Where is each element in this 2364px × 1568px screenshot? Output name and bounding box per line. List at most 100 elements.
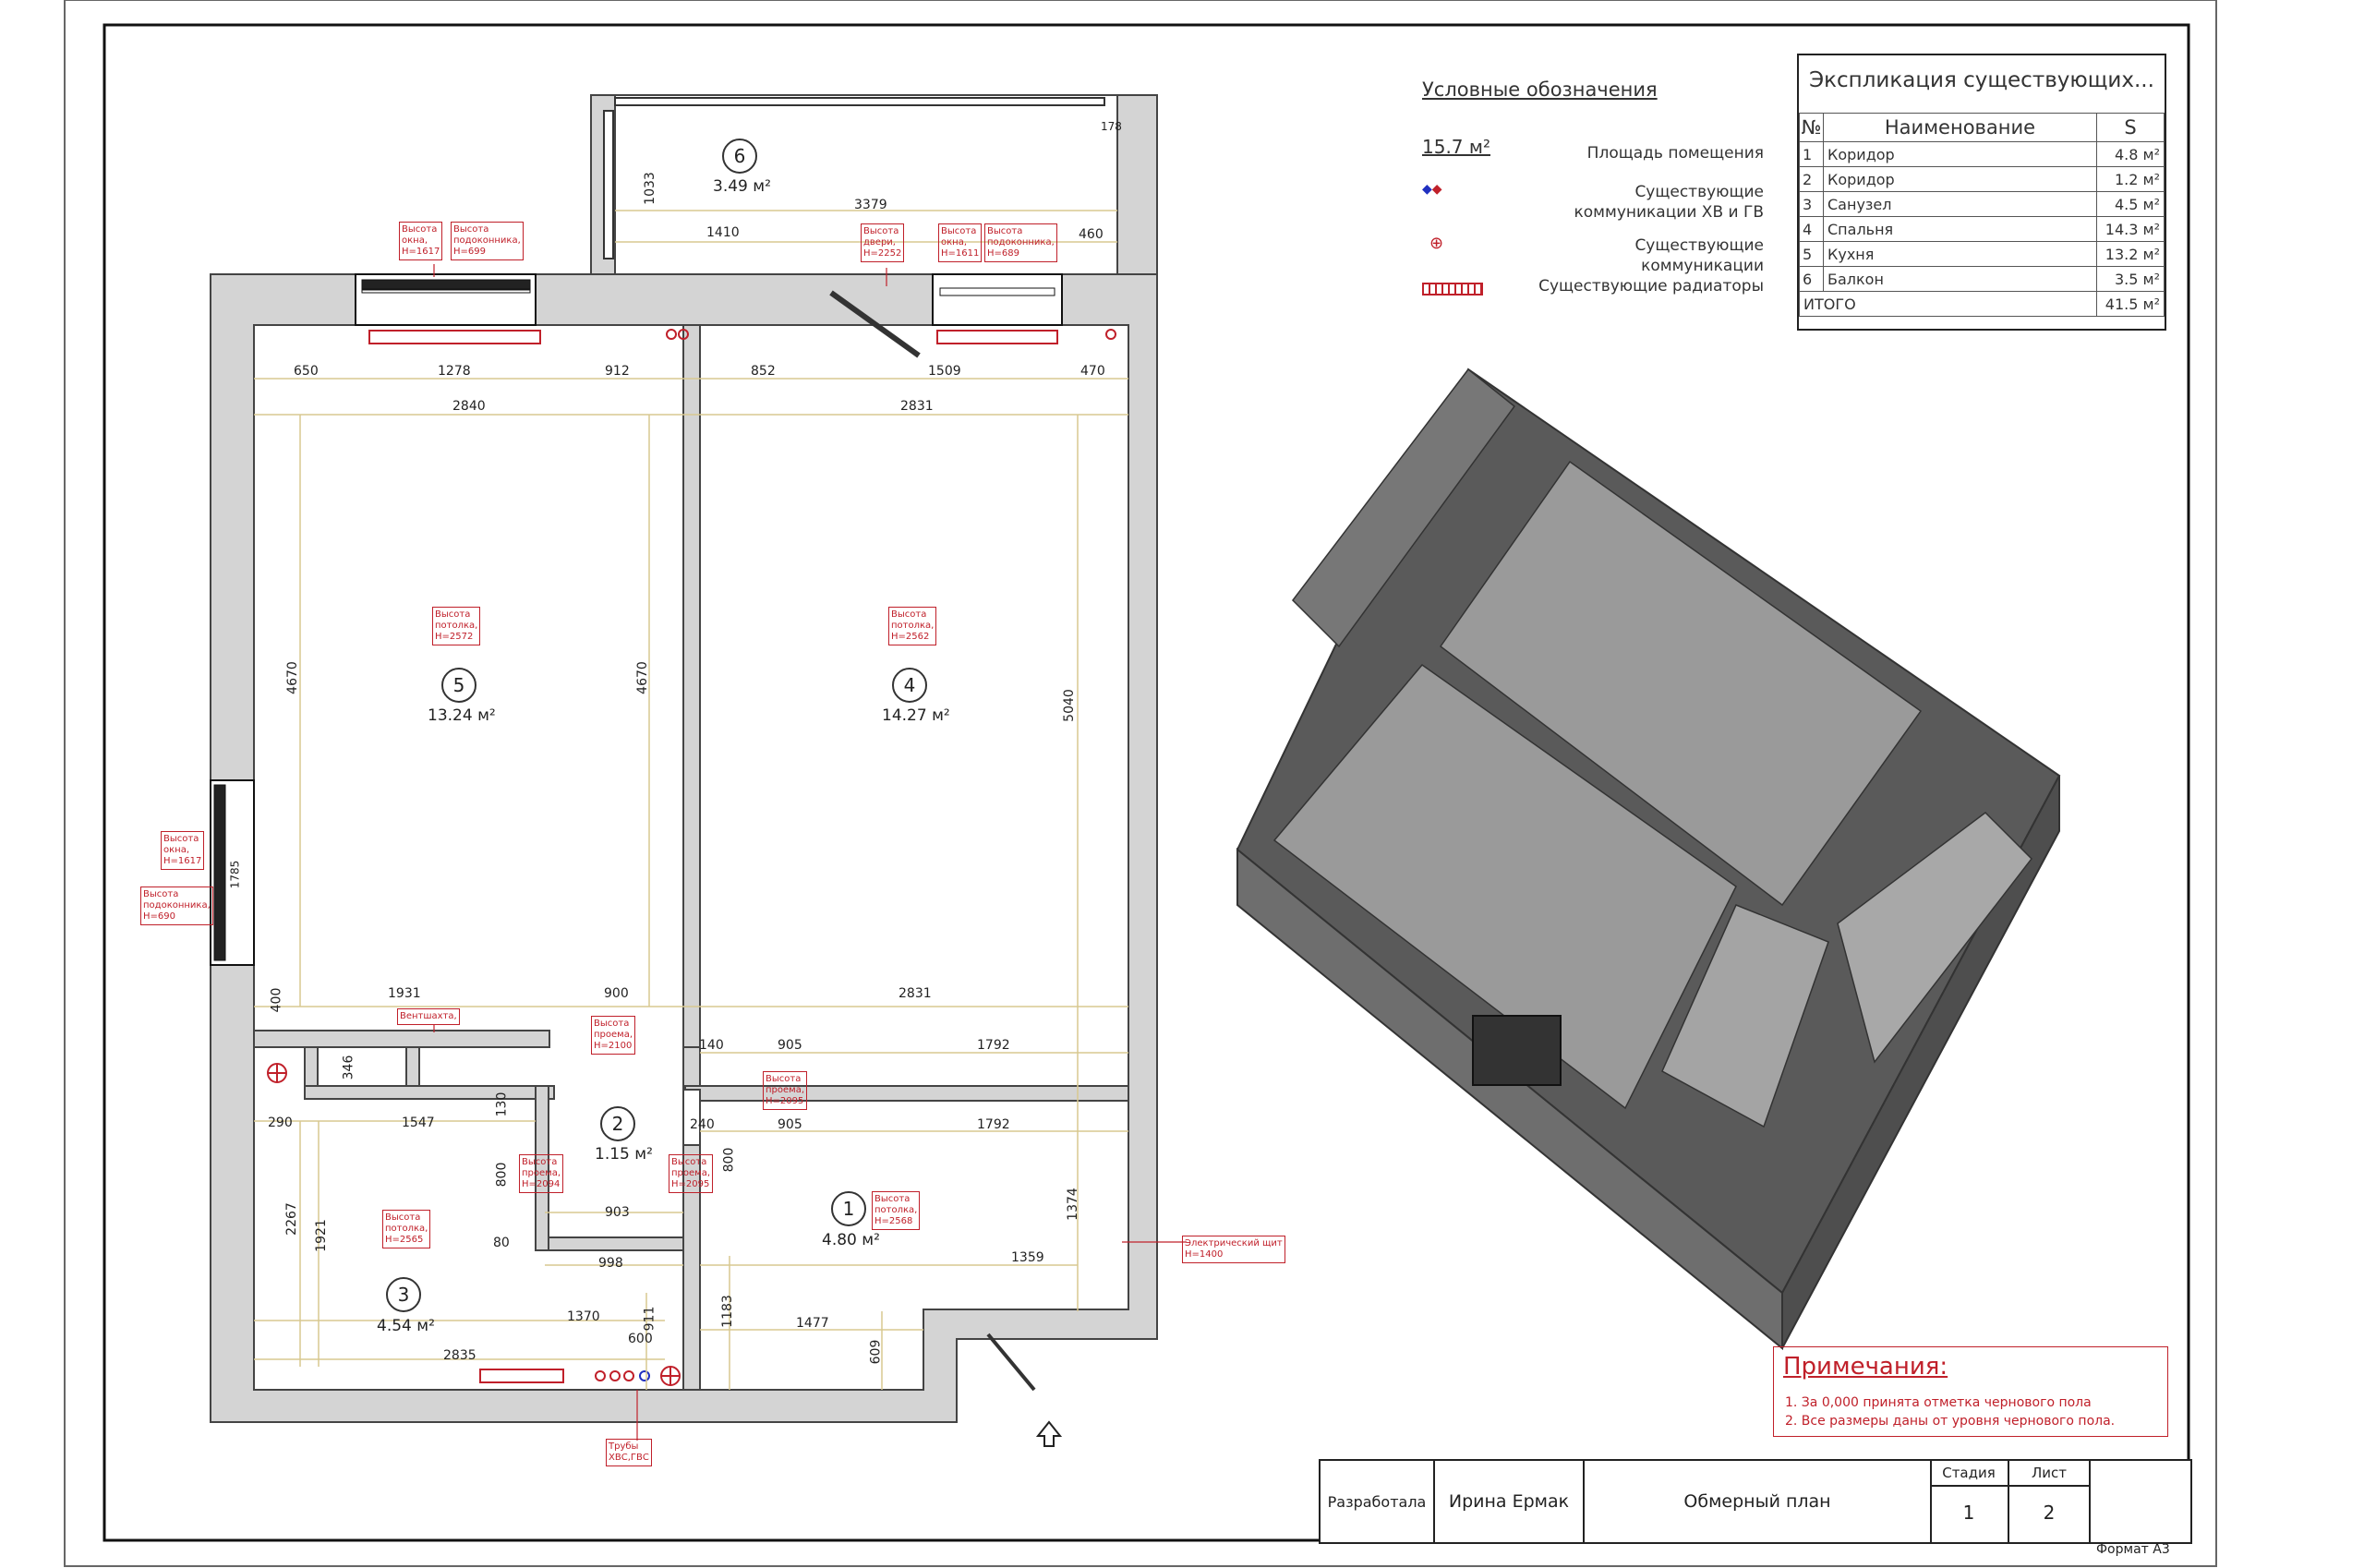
room-6-area: 3.49 м² xyxy=(713,177,771,196)
dim-label: 2835 xyxy=(443,1348,476,1363)
explication-title: Экспликация существующих... xyxy=(1809,68,2154,92)
dim-label: 140 xyxy=(699,1038,724,1053)
room-5-area: 13.24 м² xyxy=(428,706,496,725)
dim-label: 1278 xyxy=(438,364,471,379)
dim-label: 178 xyxy=(1101,120,1122,133)
dim-label: 900 xyxy=(604,986,629,1001)
room-4-marker: 4 xyxy=(892,668,927,703)
balcony xyxy=(590,94,1158,275)
dim-label: 1547 xyxy=(402,1116,435,1130)
dim-label: 2831 xyxy=(899,986,932,1001)
dim-label: 1792 xyxy=(977,1038,1010,1053)
room-1-marker: 1 xyxy=(831,1191,866,1226)
dim-label: 1477 xyxy=(796,1316,829,1331)
outer-frame xyxy=(64,0,2217,1567)
dim-label: 800 xyxy=(494,1162,510,1188)
dim-label: 600 xyxy=(628,1332,653,1346)
stage-cell: Стадия 1 xyxy=(1930,1461,2009,1542)
dim-label: 1370 xyxy=(567,1309,600,1324)
legend-item-communications: Существующие коммуникации xyxy=(1634,236,1764,275)
room-3-area: 4.54 м² xyxy=(377,1317,435,1335)
sheet-label: Лист xyxy=(2031,1465,2067,1481)
legend-item-area: Площадь помещения xyxy=(1586,144,1764,163)
entry-arrow xyxy=(1035,1420,1063,1447)
dim-label: 905 xyxy=(778,1038,802,1053)
isometric-3d-view xyxy=(1236,368,2061,1351)
dim-label: 852 xyxy=(751,364,776,379)
inner-frame xyxy=(103,23,2190,1542)
room-2-area: 1.15 м² xyxy=(595,1145,653,1164)
annotation-leaders xyxy=(433,264,1187,1441)
dim-label: 470 xyxy=(1080,364,1105,379)
author-name: Ирина Ермак xyxy=(1435,1461,1585,1542)
dim-label: 1792 xyxy=(977,1117,1010,1132)
dim-label: 1359 xyxy=(1011,1250,1044,1265)
legend-sample-water-icon: ◆◆ xyxy=(1422,182,1442,197)
dim-label: 400 xyxy=(269,987,284,1013)
dim-label: 1509 xyxy=(928,364,961,379)
dim-label: 800 xyxy=(721,1147,737,1173)
dim-label: 4670 xyxy=(284,661,300,694)
dim-label: 130 xyxy=(494,1092,510,1117)
dim-label: 346 xyxy=(341,1055,356,1080)
dim-label: 460 xyxy=(1079,227,1104,242)
room-1-area: 4.80 м² xyxy=(822,1231,880,1249)
developed-label: Разработала xyxy=(1321,1461,1435,1542)
legend-sample-area: 15.7 м² xyxy=(1422,136,1490,158)
dim-label: 290 xyxy=(268,1116,293,1130)
exterior-walls xyxy=(210,273,1158,1423)
dim-label: 80 xyxy=(493,1236,510,1250)
dim-label: 912 xyxy=(605,364,630,379)
dim-label: 3379 xyxy=(854,198,887,212)
dim-label: 911 xyxy=(642,1306,657,1332)
dim-label: 2267 xyxy=(283,1202,299,1236)
dim-label: 1183 xyxy=(719,1295,735,1328)
note-item: 2. Все размеры даны от уровня чернового … xyxy=(1785,1414,2116,1429)
dim-label: 998 xyxy=(598,1256,623,1271)
dim-label: 5040 xyxy=(1061,689,1077,722)
explication-table: Экспликация существующих... № Наименован… xyxy=(1797,54,2166,331)
dim-label: 905 xyxy=(778,1117,802,1132)
dim-label: 4670 xyxy=(634,661,650,694)
legend: Условные обозначения 15.7 м² Площадь пом… xyxy=(1422,78,1764,319)
communications-markers xyxy=(267,329,1116,1386)
legend-sample-comm-icon: ⊕ xyxy=(1429,234,1444,253)
legend-title: Условные обозначения xyxy=(1422,78,1658,101)
windows xyxy=(210,273,1063,1392)
dim-label: 1033 xyxy=(642,172,657,205)
dim-label: 1374 xyxy=(1065,1188,1080,1221)
annotation-box: Вентшахта, xyxy=(397,1008,460,1025)
legend-item-radiators: Существующие радиаторы xyxy=(1538,277,1764,296)
dim-label: 2840 xyxy=(452,399,486,414)
dim-label: 609 xyxy=(868,1339,884,1365)
interior-walls xyxy=(253,324,1129,1391)
room-5-marker: 5 xyxy=(441,668,476,703)
notes-title: Примечания: xyxy=(1783,1353,1948,1381)
notes-box: Примечания: 1. За 0,000 принята отметка … xyxy=(1773,1346,2168,1437)
dim-label: 1931 xyxy=(388,986,421,1001)
dim-label: 650 xyxy=(294,364,319,379)
room-3-marker: 3 xyxy=(386,1277,421,1312)
explication-header: № Наименование S xyxy=(1799,113,2165,142)
dim-label: 2831 xyxy=(900,399,934,414)
floor-plan xyxy=(210,94,1187,1447)
dim-label: 1410 xyxy=(706,225,740,240)
room-4-area: 14.27 м² xyxy=(882,706,950,725)
